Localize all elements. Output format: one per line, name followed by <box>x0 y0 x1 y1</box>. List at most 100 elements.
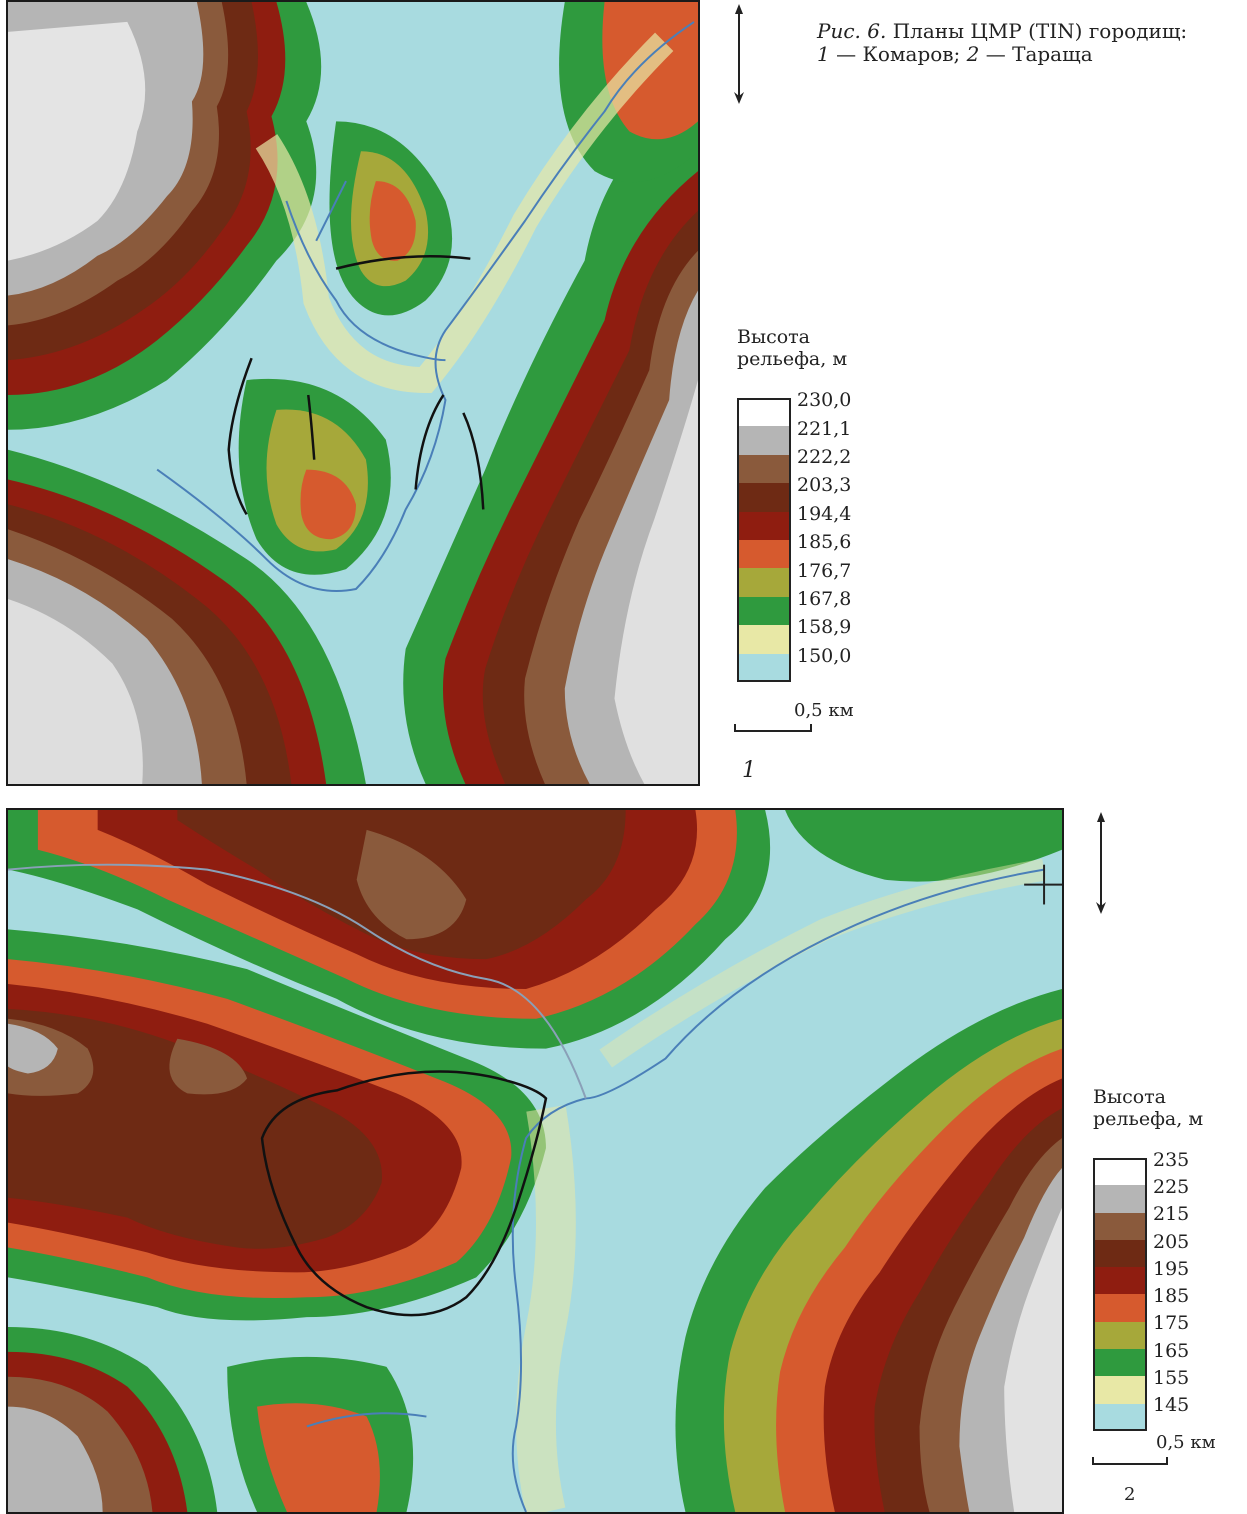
legend-swatch <box>1093 1267 1147 1295</box>
legend-row: 150,0 <box>737 645 851 682</box>
legend-row: 155 <box>1093 1367 1203 1404</box>
legend-swatch <box>737 426 791 455</box>
legend-swatch <box>737 511 791 540</box>
legend-value: 235 <box>1153 1148 1190 1171</box>
legend-row: 205 <box>1093 1231 1203 1268</box>
legend-value: 167,8 <box>797 587 852 610</box>
caption-item2-number: 2 <box>966 42 980 66</box>
river-tributary-south <box>306 1412 427 1428</box>
rampart-north <box>335 255 471 270</box>
legend-swatch <box>1093 1349 1147 1377</box>
upland-west <box>8 929 546 1321</box>
legend-row: 194,4 <box>737 503 851 540</box>
legend-value: 222,2 <box>797 445 852 468</box>
legend-swatch <box>1093 1239 1147 1268</box>
caption-item2-name: — Тараща <box>985 42 1093 66</box>
legend-value: 194,4 <box>797 502 852 525</box>
scale-label: 0,5 км <box>794 700 854 721</box>
legend-swatch <box>1093 1294 1147 1322</box>
legend-row: 175 <box>1093 1312 1203 1350</box>
legend-swatches: 230,0 221,1 222,2 203,3 194,4 185,6 176,7 167,8… <box>737 389 852 682</box>
legend-row: 145 <box>1093 1394 1203 1431</box>
scale-label: 0,5 км <box>1156 1432 1216 1453</box>
legend-value: 150,0 <box>797 644 852 667</box>
legend-value: 203,3 <box>797 474 852 497</box>
terrace-strip <box>255 32 674 394</box>
river-tributary-2 <box>315 180 347 242</box>
legend-row: 185,6 <box>737 531 851 569</box>
scale-bar-line <box>1092 1457 1168 1465</box>
scale-bar-1: 0,5 км <box>734 700 874 740</box>
legend-value: 205 <box>1153 1230 1190 1253</box>
scale-bar-line <box>734 724 812 732</box>
legend-row: 167,8 <box>737 588 851 626</box>
scale-bar-2: 0,5 км <box>1092 1432 1247 1472</box>
legend-row: 158,9 <box>737 616 851 654</box>
legend-value: 230,0 <box>797 389 852 412</box>
legend-row: 195 <box>1093 1258 1203 1295</box>
north-arrow-icon <box>1096 812 1106 914</box>
upland-northeast <box>785 810 1062 882</box>
panel-number-2: 2 <box>1124 1484 1136 1505</box>
north-arrow-icon <box>734 4 744 104</box>
upland-southwest <box>8 1327 414 1512</box>
legend-row: 165 <box>1093 1340 1203 1377</box>
central-spur <box>329 121 453 316</box>
legend-value: 185 <box>1153 1285 1190 1308</box>
rampart-east-inner <box>414 394 445 490</box>
caption-label: Рис. 6. <box>817 19 887 43</box>
legend-value: 215 <box>1153 1203 1190 1226</box>
compass-icon <box>1024 864 1062 905</box>
caption-item1-number: 1 <box>817 42 830 66</box>
fortification-lines <box>227 255 485 516</box>
river-tributary-west <box>8 863 587 1099</box>
river-tributary <box>285 200 446 362</box>
central-hill <box>238 378 391 575</box>
dem-map-1 <box>8 2 698 784</box>
legend-row: 215 <box>1093 1203 1203 1240</box>
legend-value: 185,6 <box>797 531 852 554</box>
legend-swatch <box>737 454 791 484</box>
legend-value: 165 <box>1153 1339 1190 1362</box>
upland-west <box>8 2 322 430</box>
upland-east <box>675 988 1062 1512</box>
legend-row: 235 <box>1093 1149 1203 1186</box>
legend-swatch <box>1093 1185 1147 1213</box>
legend-row: 185 <box>1093 1285 1203 1322</box>
panel-number-1: 1 <box>742 758 756 783</box>
legend-value: 195 <box>1153 1257 1190 1280</box>
legend-swatch <box>737 483 791 512</box>
legend-swatch <box>737 398 791 427</box>
legend-row: 230,0 <box>737 389 851 427</box>
legend-swatch <box>737 596 791 626</box>
legend-value: 176,7 <box>797 559 852 582</box>
caption-item1-name: — Комаров; <box>836 42 961 66</box>
caption-text: Планы ЦМР (TIN) городищ: <box>892 19 1188 43</box>
legend-swatch <box>1093 1403 1147 1431</box>
map-komarov <box>6 0 700 786</box>
river-main <box>511 868 1045 1512</box>
figure-caption: Рис. 6. Планы ЦМР (TIN) городищ: 1 — Ком… <box>817 20 1242 66</box>
rampart-west <box>227 357 253 516</box>
river-main <box>156 21 695 592</box>
legend-value: 175 <box>1153 1312 1190 1335</box>
legend-value: 145 <box>1153 1394 1190 1417</box>
upland-southwest <box>8 449 366 784</box>
legend-value: 225 <box>1153 1175 1190 1198</box>
legend-row: 225 <box>1093 1176 1203 1213</box>
legend-swatch <box>1093 1376 1147 1404</box>
legend-value: 221,1 <box>797 417 852 440</box>
legend-row: 222,2 <box>737 446 851 484</box>
legend-swatch <box>737 625 791 654</box>
upland-east <box>403 91 698 784</box>
terrace-strip <box>516 1105 576 1512</box>
legend-row: 221,1 <box>737 418 851 455</box>
legend-swatch <box>737 568 791 597</box>
legend-row: 176,7 <box>737 560 851 597</box>
rampart-central <box>307 394 316 460</box>
legend-value: 158,9 <box>797 616 852 639</box>
dem-map-2 <box>8 810 1062 1512</box>
legend-swatch <box>1093 1212 1147 1240</box>
